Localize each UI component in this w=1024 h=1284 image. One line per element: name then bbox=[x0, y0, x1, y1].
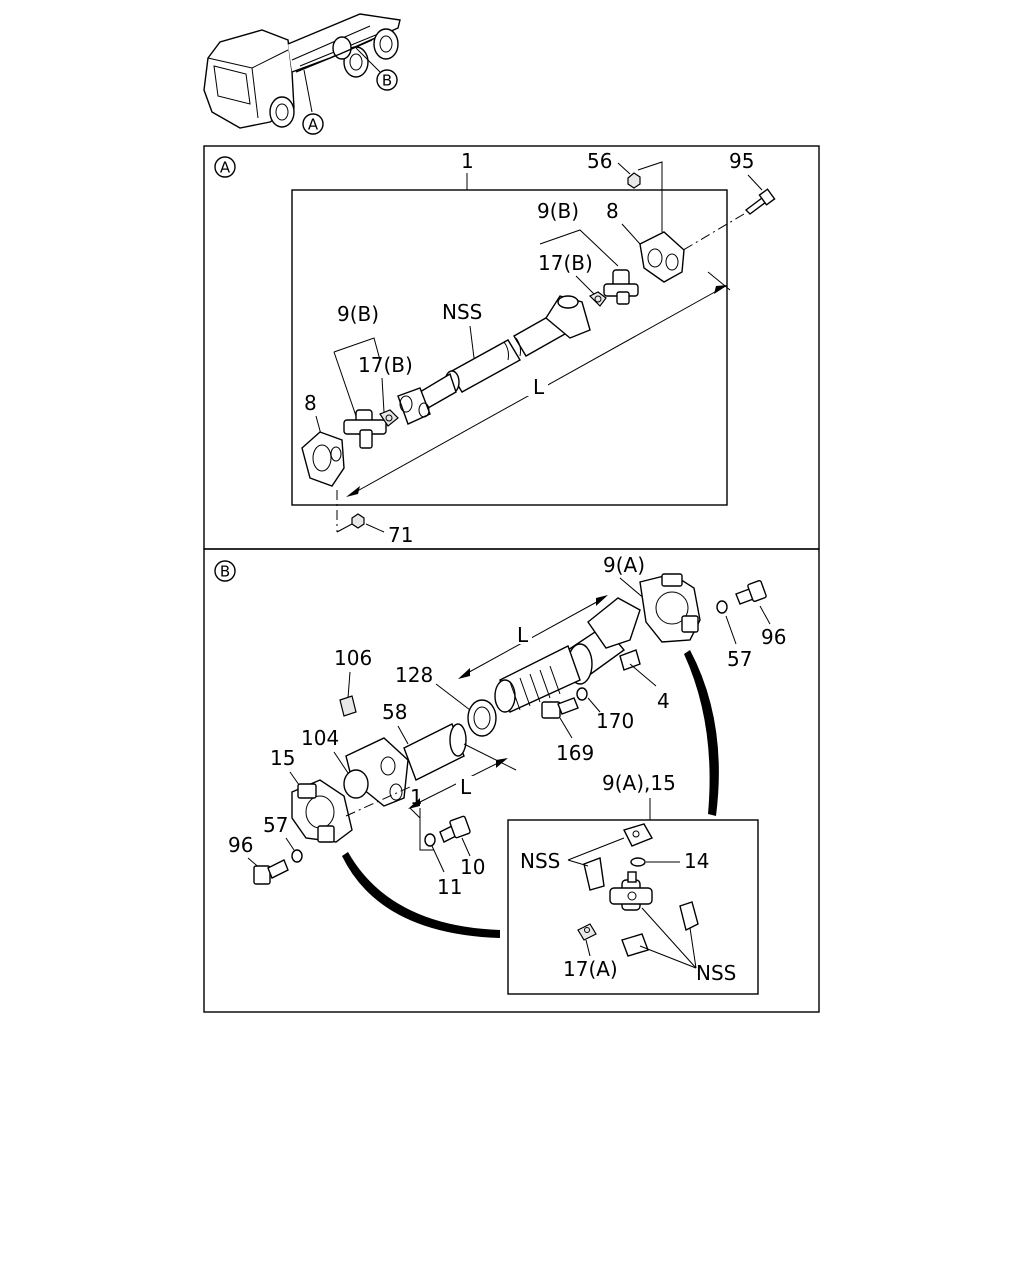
label-56: 56 bbox=[587, 149, 612, 173]
label-shaft-nss: NSS bbox=[442, 300, 482, 324]
label-yoke-lower: 8 bbox=[304, 391, 317, 415]
inset-nss-top: NSS bbox=[520, 849, 560, 873]
label-96-right: 96 bbox=[761, 625, 786, 649]
inset-frame bbox=[507, 819, 759, 995]
inset-label-14: 14 bbox=[684, 849, 709, 873]
bolt-95 bbox=[744, 188, 776, 215]
propeller-shaft bbox=[397, 295, 591, 425]
washer-11 bbox=[424, 833, 436, 847]
label-yoke-upper: 8 bbox=[606, 199, 619, 223]
label-15: 15 bbox=[270, 746, 295, 770]
callout-b-circle bbox=[376, 69, 398, 91]
nut-71 bbox=[351, 513, 365, 529]
washer-170 bbox=[576, 687, 588, 701]
assembly-box bbox=[291, 189, 728, 506]
inset-spider-kit bbox=[577, 823, 699, 957]
fitting-106 bbox=[339, 695, 357, 717]
bolt-10 bbox=[439, 815, 471, 843]
label-length-a: L bbox=[533, 375, 545, 399]
fitting-lower bbox=[379, 409, 399, 427]
seal-128 bbox=[467, 699, 497, 737]
label-assembly-1: 1 bbox=[461, 149, 474, 173]
nut-56 bbox=[627, 172, 641, 189]
bolt-169 bbox=[541, 697, 579, 719]
label-4: 4 bbox=[657, 689, 670, 713]
label-fitting-upper: 17(B) bbox=[538, 251, 593, 275]
inset-title: 9(A),15 bbox=[602, 771, 676, 795]
callout-b-label: B bbox=[382, 72, 392, 90]
spider-upper bbox=[603, 269, 639, 305]
yoke-lower-8 bbox=[301, 431, 345, 487]
washer-57-right bbox=[716, 600, 728, 614]
label-length-b-lower: L bbox=[460, 775, 472, 799]
panel-a-badge-circle bbox=[214, 156, 236, 178]
label-128: 128 bbox=[395, 663, 433, 687]
plate-104 bbox=[343, 769, 369, 799]
bolt-96-right bbox=[735, 580, 767, 605]
label-length-b-upper: L bbox=[517, 623, 529, 647]
label-57-right: 57 bbox=[727, 647, 752, 671]
label-fitting-lower: 17(B) bbox=[358, 353, 413, 377]
label-71: 71 bbox=[388, 523, 413, 547]
panel-b-frame bbox=[203, 548, 820, 1013]
panel-a: A 1 56 95 8 9(B) 17(B) bbox=[203, 145, 820, 550]
yoke-upper-8 bbox=[639, 231, 685, 283]
label-shaft-1: 1 bbox=[410, 785, 423, 809]
panel-b-badge-circle bbox=[214, 560, 236, 582]
callout-a-label: A bbox=[308, 116, 319, 134]
label-169: 169 bbox=[556, 741, 594, 765]
fitting-upper bbox=[588, 291, 607, 307]
inset-label-17a: 17(A) bbox=[563, 957, 618, 981]
label-spider-lower: 9(B) bbox=[337, 302, 379, 326]
label-57-left: 57 bbox=[263, 813, 288, 837]
label-58: 58 bbox=[382, 700, 407, 724]
label-spider-upper: 9(B) bbox=[537, 199, 579, 223]
washer-57-left bbox=[291, 849, 303, 863]
bolt-96-left bbox=[253, 859, 289, 885]
label-95: 95 bbox=[729, 149, 754, 173]
label-11: 11 bbox=[437, 875, 462, 899]
spider-top-9a bbox=[639, 573, 701, 643]
slip-yoke-shaft bbox=[494, 597, 641, 713]
label-10: 10 bbox=[460, 855, 485, 879]
panel-a-badge: A bbox=[220, 159, 231, 177]
panel-b: B 9(A) 96 57 bbox=[203, 548, 820, 1013]
callout-a-circle bbox=[302, 113, 324, 135]
label-spider-top: 9(A) bbox=[603, 553, 645, 577]
panel-b-badge: B bbox=[220, 563, 230, 581]
arc-right bbox=[684, 650, 719, 816]
truck-overview: A B bbox=[203, 13, 401, 135]
sleeve-yoke-58 bbox=[345, 723, 467, 807]
label-96-left: 96 bbox=[228, 833, 253, 857]
spider-lower bbox=[343, 409, 387, 449]
spider-15 bbox=[291, 779, 353, 843]
arc-left bbox=[342, 852, 500, 938]
label-170: 170 bbox=[596, 709, 634, 733]
inset-nss-bottom: NSS bbox=[696, 961, 736, 985]
label-104: 104 bbox=[301, 726, 339, 750]
label-106: 106 bbox=[334, 646, 372, 670]
